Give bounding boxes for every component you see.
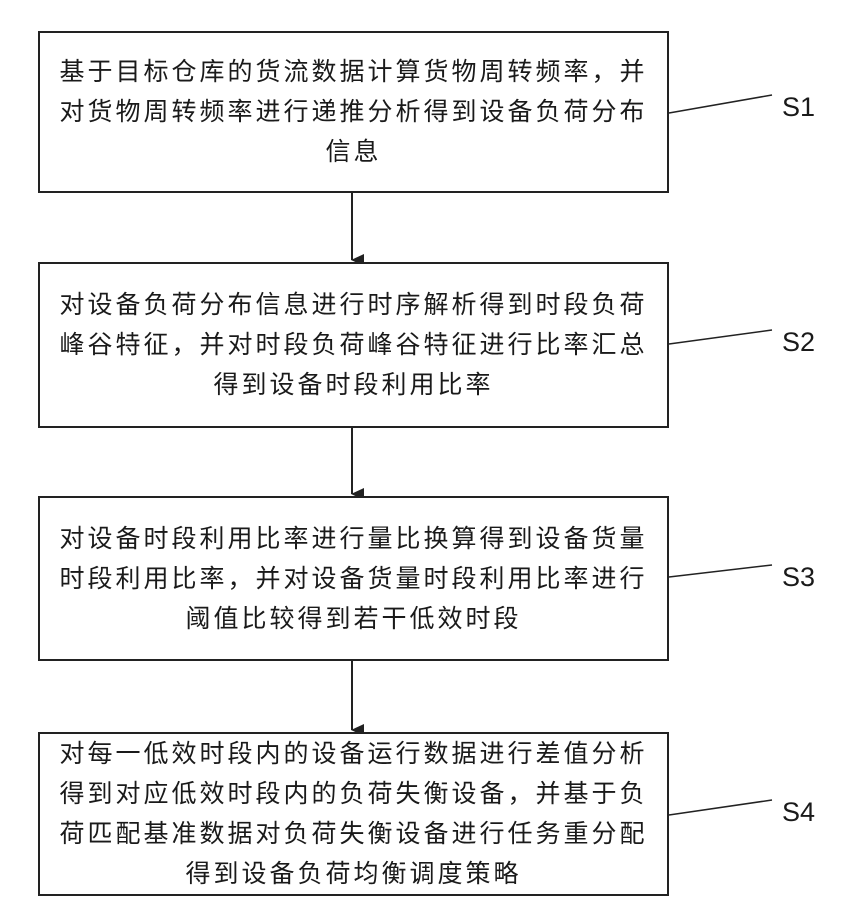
step-label-s1: S1 [782,92,815,123]
step-box-s2: 对设备负荷分布信息进行时序解析得到时段负荷峰谷特征，并对时段负荷峰谷特征进行比率… [38,262,669,428]
step-box-s3: 对设备时段利用比率进行量比换算得到设备货量时段利用比率，并对设备货量时段利用比率… [38,496,669,661]
step-label-s3: S3 [782,562,815,593]
step-label-s4: S4 [782,797,815,828]
leader-line-s2 [669,330,772,344]
step-text-s2: 对设备负荷分布信息进行时序解析得到时段负荷峰谷特征，并对时段负荷峰谷特征进行比率… [40,285,667,405]
leader-line-s4 [669,800,772,815]
step-text-s1: 基于目标仓库的货流数据计算货物周转频率，并对货物周转频率进行递推分析得到设备负荷… [40,52,667,172]
leader-line-s1 [669,95,772,113]
step-text-s4: 对每一低效时段内的设备运行数据进行差值分析得到对应低效时段内的负荷失衡设备，并基… [40,734,667,894]
step-label-s2: S2 [782,327,815,358]
leader-line-s3 [669,565,772,577]
step-box-s1: 基于目标仓库的货流数据计算货物周转频率，并对货物周转频率进行递推分析得到设备负荷… [38,31,669,193]
step-text-s3: 对设备时段利用比率进行量比换算得到设备货量时段利用比率，并对设备货量时段利用比率… [40,519,667,639]
step-box-s4: 对每一低效时段内的设备运行数据进行差值分析得到对应低效时段内的负荷失衡设备，并基… [38,732,669,896]
